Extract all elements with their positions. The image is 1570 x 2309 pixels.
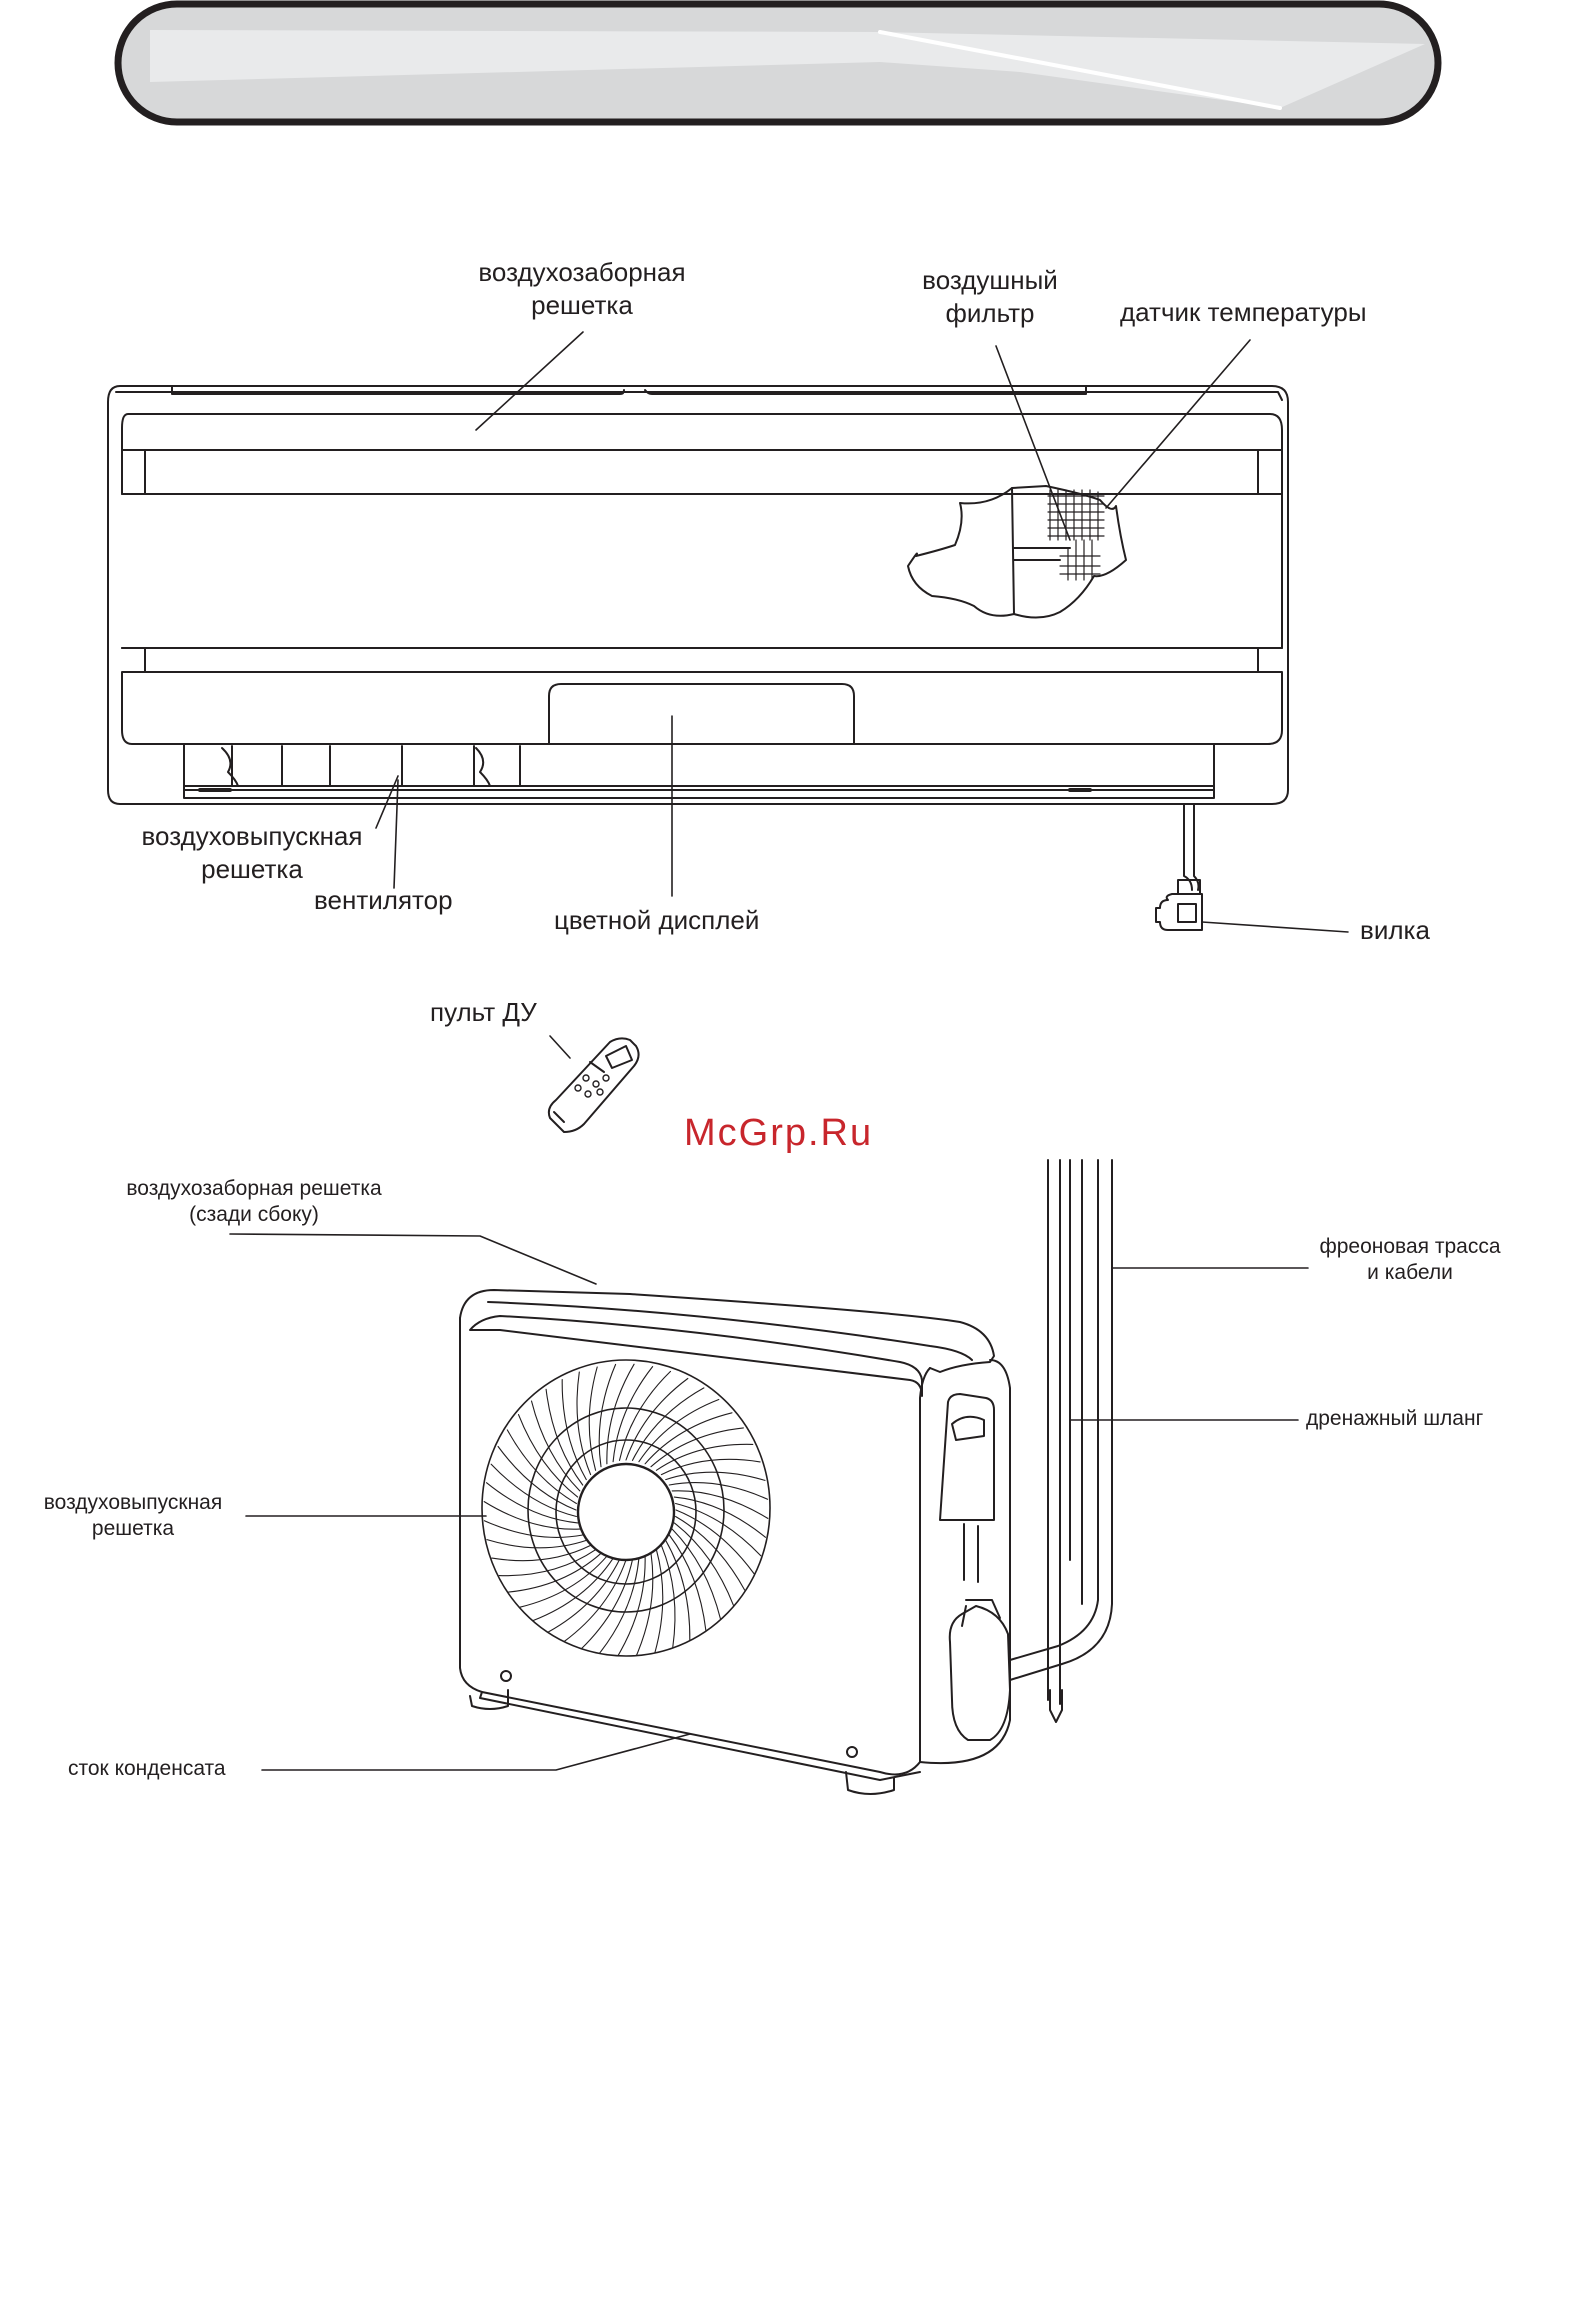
label-intake-grille-line1: воздухозаборная xyxy=(448,256,716,289)
watermark-text: McGrp.Ru xyxy=(684,1112,873,1155)
cutaway xyxy=(908,486,1126,618)
indoor-leader-lines xyxy=(376,332,1348,1058)
display-window xyxy=(549,684,854,744)
label-pipes: фреоновая трасса и кабели xyxy=(1300,1234,1520,1287)
label-outlet-grille-line2: решетка xyxy=(124,853,380,886)
fan-spoke xyxy=(666,1472,765,1480)
label-outdoor-outlet: воздуховыпускная решетка xyxy=(20,1490,246,1543)
label-air-filter-line1: воздушный xyxy=(900,264,1080,297)
label-temp-sensor: датчик температуры xyxy=(1120,296,1367,329)
fan-blades xyxy=(232,746,520,786)
fan-spoke xyxy=(651,1428,743,1467)
outdoor-leader-lines xyxy=(230,1234,1308,1770)
fan-spoke xyxy=(487,1483,578,1523)
label-air-filter-line2: фильтр xyxy=(900,297,1080,330)
outdoor-unit xyxy=(460,1160,1112,1794)
outdoor-feet xyxy=(470,1690,894,1794)
fan-spoke xyxy=(674,1497,765,1537)
outdoor-top xyxy=(460,1290,994,1372)
label-drain-hose: дренажный шланг xyxy=(1306,1406,1483,1432)
label-outdoor-intake: воздухозаборная решетка (сзади сбоку) xyxy=(104,1176,404,1229)
fan-spoke xyxy=(661,1545,675,1648)
label-outlet-grille: воздуховыпускная решетка xyxy=(124,820,380,885)
label-outdoor-outlet-line2: решетка xyxy=(20,1516,246,1542)
fan-spoke xyxy=(672,1529,720,1619)
valve-cover xyxy=(940,1394,994,1520)
outdoor-front xyxy=(460,1318,930,1774)
fan-spoke xyxy=(589,1367,597,1470)
fan-spoke xyxy=(507,1430,576,1504)
fan-spoke xyxy=(532,1401,580,1491)
label-outdoor-intake-line1: воздухозаборная решетка xyxy=(104,1176,404,1202)
fan-spoke xyxy=(676,1517,745,1591)
fan-spoke xyxy=(613,1367,653,1462)
label-fan: вентилятор xyxy=(314,884,453,917)
fan-spoke xyxy=(655,1550,663,1653)
label-pipes-line1: фреоновая трасса xyxy=(1300,1234,1520,1260)
label-outlet-grille-line1: воздуховыпускная xyxy=(124,820,380,853)
remote-control xyxy=(549,1038,639,1132)
power-cord xyxy=(1184,804,1199,890)
label-air-filter: воздушный фильтр xyxy=(900,264,1080,329)
front-panel-upper xyxy=(122,414,1282,450)
label-outdoor-intake-line2: (сзади сбоку) xyxy=(104,1202,404,1228)
label-intake-grille: воздухозаборная решетка xyxy=(448,256,716,321)
fan-spoke xyxy=(487,1540,586,1548)
label-display: цветной дисплей xyxy=(554,904,759,937)
header-banner xyxy=(118,4,1438,122)
label-intake-grille-line2: решетка xyxy=(448,289,716,322)
front-panel-mid xyxy=(122,494,1282,648)
plug-icon xyxy=(1156,880,1202,930)
fan-spoke xyxy=(599,1558,639,1653)
label-remote: пульт ДУ xyxy=(430,996,537,1029)
label-condensate: сток конденсата xyxy=(68,1756,226,1782)
front-panel-lower xyxy=(122,672,1282,744)
indoor-unit-body xyxy=(108,386,1288,804)
label-plug: вилка xyxy=(1360,914,1430,947)
label-outdoor-outlet-line1: воздуховыпускная xyxy=(20,1490,246,1516)
label-pipes-line2: и кабели xyxy=(1300,1260,1520,1286)
